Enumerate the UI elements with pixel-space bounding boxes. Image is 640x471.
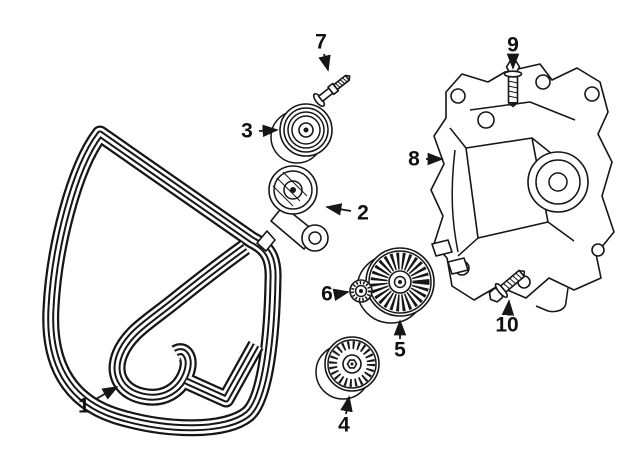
callout-label-1[interactable]: 1: [78, 395, 90, 418]
callout-label-2[interactable]: 2: [357, 202, 369, 225]
callout-9: 9: [506, 34, 520, 70]
callout-1: 1: [78, 386, 119, 418]
callout-arrow-7: [318, 53, 331, 72]
callout-arrow-3: [258, 124, 279, 138]
callout-8: 8: [408, 148, 444, 171]
callout-6: 6: [321, 283, 350, 306]
belt-tensioner: [256, 165, 329, 252]
callout-arrow-4: [340, 395, 353, 415]
ribbed-idler-pulley: [356, 247, 435, 324]
callout-5: 5: [393, 319, 407, 362]
idler-pulley: [270, 103, 333, 164]
mounting-bracket: [430, 63, 615, 313]
pulley-cap: [349, 279, 373, 303]
grooved-idler-pulley: [315, 336, 380, 400]
callout-label-5[interactable]: 5: [394, 339, 406, 362]
callout-arrow-2: [325, 203, 352, 216]
callout-arrow-6: [332, 288, 350, 302]
callout-arrow-10: [501, 299, 515, 316]
bracket-bolt-lower: [488, 269, 526, 303]
callout-10: 10: [495, 299, 519, 337]
callout-label-7[interactable]: 7: [315, 31, 327, 54]
callout-label-9[interactable]: 9: [507, 34, 519, 57]
callout-label-8[interactable]: 8: [408, 148, 420, 171]
callout-4: 4: [338, 395, 353, 437]
serpentine-belt: [42, 125, 282, 437]
callout-label-3[interactable]: 3: [241, 120, 253, 143]
callout-label-6[interactable]: 6: [321, 283, 333, 306]
callout-label-4[interactable]: 4: [338, 414, 350, 437]
callout-2: 2: [325, 202, 369, 225]
tensioner-stud-bolt: [312, 74, 351, 108]
callout-label-10[interactable]: 10: [495, 314, 518, 337]
callout-3: 3: [241, 120, 279, 143]
callout-arrow-1: [95, 386, 119, 400]
callout-7: 7: [315, 31, 331, 72]
